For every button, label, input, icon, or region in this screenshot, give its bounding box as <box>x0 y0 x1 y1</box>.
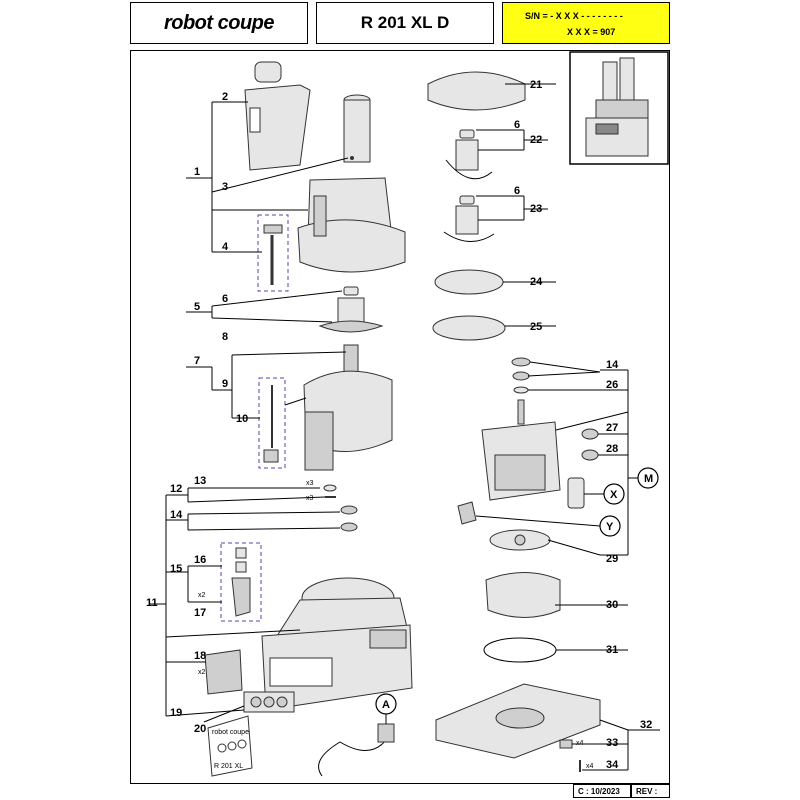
part-bowl-shaft <box>263 385 279 463</box>
exploded-view-frame <box>130 50 670 784</box>
part-pusher <box>244 61 311 171</box>
callout-22: 22 <box>530 134 542 146</box>
part-motor-support <box>485 572 561 618</box>
callout-28: 28 <box>606 443 618 455</box>
part-14-seals-right <box>511 357 531 394</box>
part-blade-23 <box>443 195 495 242</box>
part-capacitor <box>567 477 585 509</box>
part-lid <box>297 177 406 273</box>
callout-21: 21 <box>530 79 542 91</box>
callout-15: 15 <box>170 563 182 575</box>
callout-12: 12 <box>170 483 182 495</box>
part-4-outline <box>257 214 289 292</box>
plate-logo: robot coupe <box>212 729 249 736</box>
part-feet-33 <box>559 739 573 749</box>
part-lid-clip <box>263 224 283 285</box>
part-14-seals-left <box>340 505 358 532</box>
callout-6-right-a: 6 <box>514 119 520 131</box>
callout-3: 3 <box>222 181 228 193</box>
callout-6-left: 6 <box>222 293 228 305</box>
serial-number-box: S/N = - X X X - - - - - - - - X X X = 90… <box>502 2 670 44</box>
part-coupling-5 <box>318 286 384 333</box>
part-13-screws <box>323 484 337 498</box>
part-10-outline <box>258 377 286 469</box>
part-motor-base <box>261 577 413 711</box>
footer-rev: REV : <box>631 784 670 798</box>
inset-machine-photo <box>585 57 649 157</box>
qty-13b: x3 <box>306 495 314 502</box>
part-lid-cover <box>427 71 526 111</box>
part-15-outline <box>220 542 262 622</box>
footer-code: C : 10/2023 <box>573 784 631 798</box>
callout-34: 34 <box>606 759 619 771</box>
qty-15: x2 <box>198 592 206 599</box>
callout-23: 23 <box>530 203 542 215</box>
part-bowl <box>303 344 393 471</box>
part-safety-latch <box>231 547 251 617</box>
callout-19: 19 <box>170 707 182 719</box>
brand-logo: robot coupe <box>163 11 275 34</box>
callout-20: 20 <box>194 723 206 735</box>
part-base-plate <box>435 683 601 759</box>
part-motor <box>481 399 561 501</box>
callout-13: 13 <box>194 475 206 487</box>
callout-5: 5 <box>194 301 200 313</box>
callout-6-right-b: 6 <box>514 185 520 197</box>
part-control-buttons <box>243 691 295 713</box>
part-front-plate: robot coupe R 201 XL <box>207 715 253 777</box>
part-bearings <box>581 428 599 461</box>
callout-8: 8 <box>222 331 228 343</box>
callout-7: 7 <box>194 355 200 367</box>
part-blade-22 <box>445 129 493 180</box>
callout-16: 16 <box>194 554 206 566</box>
callout-30: 30 <box>606 599 618 611</box>
callout-24: 24 <box>530 276 543 288</box>
part-grating-disc <box>434 269 504 295</box>
part-foot-y <box>457 501 477 525</box>
callout-33: 33 <box>606 737 618 749</box>
part-power-cord <box>318 712 395 777</box>
callout-A: A <box>382 699 390 711</box>
callout-26: 26 <box>606 379 618 391</box>
qty-18: x2 <box>198 669 206 676</box>
model-title: R 201 XL D <box>360 13 450 32</box>
model-title-box: R 201 XL D <box>316 2 494 44</box>
callout-11: 11 <box>146 597 158 609</box>
part-small-pusher <box>343 94 371 163</box>
part-fan <box>489 529 551 551</box>
callout-9: 9 <box>222 378 228 390</box>
callout-14-left: 14 <box>170 509 183 521</box>
part-vent-grille <box>204 649 243 695</box>
part-slicing-disc <box>432 315 506 341</box>
callout-M: M <box>644 473 653 485</box>
qty-34: x4 <box>586 763 594 770</box>
callout-25: 25 <box>530 321 542 333</box>
callout-labels: 2 1 3 4 6 5 8 7 9 10 13 12 x3 x3 14 16 1… <box>146 79 659 771</box>
callout-17: 17 <box>194 607 206 619</box>
qty-13a: x3 <box>306 480 314 487</box>
callout-Y: Y <box>606 521 614 533</box>
brand-logo-box: robot coupe <box>130 2 308 44</box>
callout-31: 31 <box>606 644 618 656</box>
callout-4: 4 <box>222 241 229 253</box>
plate-model: R 201 XL <box>214 763 243 770</box>
callout-32: 32 <box>640 719 652 731</box>
callout-14-right: 14 <box>606 359 619 371</box>
callout-18: 18 <box>194 650 206 662</box>
callout-2: 2 <box>222 91 228 103</box>
callout-1: 1 <box>194 166 200 178</box>
serial-line-1: S/N = - X X X - - - - - - - - <box>525 11 623 21</box>
serial-line-2: X X X = 907 <box>567 27 616 37</box>
part-ring-seal <box>483 637 557 663</box>
callout-X: X <box>610 489 618 501</box>
leader-lines <box>150 83 660 771</box>
callout-10: 10 <box>236 413 248 425</box>
callout-29: 29 <box>606 553 618 565</box>
qty-33: x4 <box>576 740 584 747</box>
callout-27: 27 <box>606 422 618 434</box>
